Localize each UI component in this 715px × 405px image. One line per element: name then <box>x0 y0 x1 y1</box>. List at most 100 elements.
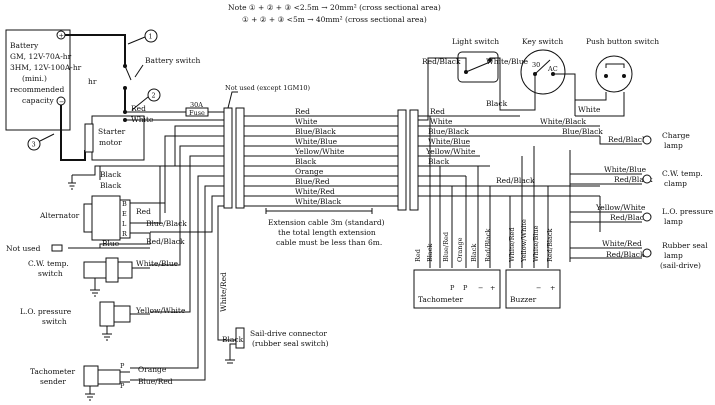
key-term-ac: AC <box>547 65 558 73</box>
buzzer-wire-white-blue: White/Blue <box>532 225 540 262</box>
battery-switch-label: Battery switch <box>145 56 201 65</box>
buzzer-label: Buzzer <box>510 295 537 304</box>
wire-white-black: White/Black <box>295 197 341 206</box>
right-connector-mate <box>409 109 419 211</box>
buzzer-wire-white-red: White/Red <box>508 228 516 263</box>
wire-white-red: White/Red <box>295 187 335 196</box>
panel-white-label: White <box>430 117 453 126</box>
top-black-label: Black <box>486 99 508 108</box>
cw-lamp-sub: clamp <box>664 179 687 188</box>
panel-red-label: Red <box>430 107 445 116</box>
buzzer-term-minus: − <box>536 284 541 292</box>
battery: Battery GM, 12V-70A-hr 3HM, 12V-100A-hr … <box>5 29 82 131</box>
panel-yellow-white-label: Yellow/White <box>425 147 476 156</box>
wire-black: Black <box>295 157 317 166</box>
wire-orange: Orange <box>295 167 324 176</box>
alt-blue-black-label: Blue/Black <box>146 219 187 228</box>
top-white-label: White <box>578 105 601 114</box>
panel-black-label: Black <box>428 157 450 166</box>
alternator: Alternator B E L R <box>39 195 131 241</box>
key-switch-label: Key switch <box>522 37 563 46</box>
lo-pressure-lamp: Yellow/White Red/Black L.O. pressure lam… <box>570 203 714 226</box>
wire-blue-black: Blue/Black <box>295 127 336 136</box>
tacho-sender-label: Tachometer <box>30 367 75 376</box>
callout-1: 1 <box>149 33 153 41</box>
lo-lamp-sub: lamp <box>664 217 683 226</box>
charge-lamp: Red/Black Charge lamp <box>599 131 690 150</box>
battery-recommended: recommended <box>10 85 64 94</box>
cw-wire-label: White/Blue <box>136 259 179 268</box>
top-white-blue-label: White/Blue <box>486 57 529 66</box>
rubber-seal-lamp: White/Red Red/Black Rubber seal lamp (sa… <box>570 239 708 270</box>
light-switch-label: Light switch <box>452 37 499 46</box>
starter-label: Starter <box>98 127 126 136</box>
cw-temp-switch: C.W. temp. switch <box>28 257 150 297</box>
tacho-wire-orange: Orange <box>456 237 464 262</box>
white-red-vertical-label: White/Red <box>219 272 228 312</box>
note-line-1: Note ① + ② + ③ <2.5m → 20mm² (cross sect… <box>228 3 441 12</box>
battery-minus: − <box>59 98 64 106</box>
tacho-wire-black: Black <box>426 244 434 262</box>
alternator-label: Alternator <box>39 211 80 220</box>
lo-lamp-label: L.O. pressure <box>662 207 714 216</box>
callout-2: 2 <box>152 92 156 100</box>
battery-mini: (mini.) <box>22 74 47 83</box>
starter-red-label: Red <box>131 104 146 113</box>
sail-connector-label: Sail-drive connector <box>250 329 327 338</box>
starter-motor: Starter motor <box>84 115 145 161</box>
tacho-blue-red-label: Blue/Red <box>138 377 173 386</box>
push-button-switch <box>595 55 633 93</box>
tachometer-label: Tachometer <box>418 295 463 304</box>
seal-lamp-wire-1: White/Red <box>602 239 642 248</box>
panel-white-black-label: White/Black <box>540 117 586 126</box>
buzzer-wire-red-black: Red/Black <box>546 229 554 262</box>
tacho-term-plus: + <box>490 284 495 292</box>
tacho-term-p1: P <box>450 284 455 292</box>
tacho-term-p2: P <box>463 284 468 292</box>
tacho-wire-red-black: Red/Black <box>484 229 492 262</box>
battery-spec-3hm: 3HM, 12V-100A-hr <box>10 63 82 72</box>
motor-label: motor <box>99 138 122 147</box>
tacho-term-minus: − <box>478 284 483 292</box>
callout-3: 3 <box>32 141 36 149</box>
lo-pressure-label: L.O. pressure <box>20 307 72 316</box>
charge-lamp-label: Charge <box>662 131 690 140</box>
fuse-label: Fuse <box>189 109 205 117</box>
lo-pressure-switch: L.O. pressure switch <box>20 301 150 341</box>
extension-line-2: the total length extension <box>278 228 376 237</box>
not-used-left-label: Not used <box>6 244 41 253</box>
panel-red-black-label: Red/Black <box>496 176 535 185</box>
panel-blue-black-right-label: Blue/Black <box>562 127 603 136</box>
main-harness: Red White Blue/Black White/Blue Yellow/W… <box>244 107 398 207</box>
lo-switch-label: switch <box>42 317 67 326</box>
alt-term-b: B <box>122 200 127 208</box>
sail-drive-connector <box>235 327 245 349</box>
tacho-wire-black2: Black <box>470 244 478 262</box>
tachometer-sender: Tachometer sender P P <box>30 362 130 401</box>
cw-switch-label: switch <box>38 269 63 278</box>
wire-blue-red: Blue/Red <box>295 177 330 186</box>
tacho-p-2: P <box>120 382 125 390</box>
buzzer-wire-yellow-white: Yellow/White <box>520 219 528 263</box>
tacho-wire-blue-red: Blue/Red <box>442 232 450 262</box>
key-switch: 30 AC <box>520 49 566 95</box>
battery-plus: + <box>59 32 64 40</box>
lo-lamp-wire-2: Red/Black <box>610 213 649 222</box>
battery-capacity: capacity <box>22 96 55 105</box>
tachometer: Tachometer Red Black Blue/Red Orange Bla… <box>413 229 501 309</box>
wire-white-blue: White/Blue <box>295 137 338 146</box>
alt-term-l: L <box>122 220 127 228</box>
wire-yellow-white: Yellow/White <box>294 147 345 156</box>
charge-lamp-wire: Red/Black <box>608 135 647 144</box>
right-connector <box>397 109 407 211</box>
battery-spec-gm: GM, 12V-70A-hr <box>10 52 72 61</box>
top-red-black-label: Red/Black <box>422 57 461 66</box>
cw-temp-lamp: White/Blue Red/Black C.W. temp. clamp <box>570 165 703 188</box>
wire-white: White <box>295 117 318 126</box>
alt-blue-label: Blue <box>102 239 120 248</box>
cw-lamp-wire-1: White/Blue <box>604 165 647 174</box>
panel-bus: Red White Blue/Black White/Blue Yellow/W… <box>418 107 603 167</box>
sail-black-label: Black <box>222 335 244 344</box>
